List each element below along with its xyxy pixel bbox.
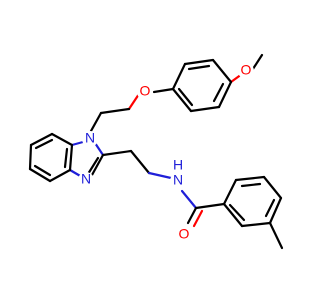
bond-ring1-c: [171, 62, 187, 91]
bond-ring2-a: [222, 178, 238, 206]
bond-c2-n3-double: [86, 156, 100, 176]
carbonyl-oxygen: O: [176, 226, 192, 243]
svg-text:H: H: [173, 157, 183, 173]
bond-ring2-to-methyl: [268, 221, 284, 250]
bond-ring1-inner-2: [177, 87, 194, 107]
bond-ring1-inner-3: [212, 82, 225, 103]
imidazole-n3: N: [78, 171, 94, 188]
bond-ring2-d: [268, 196, 283, 225]
amide-nitrogen: N: [170, 172, 186, 189]
bond-ring2-b: [234, 175, 266, 182]
svg-text:N: N: [81, 171, 91, 187]
bond-ch2-to-n1: [89, 111, 103, 133]
bond-ch2-to-amide-n: [147, 171, 173, 180]
svg-text:O: O: [241, 62, 252, 78]
svg-text:O: O: [140, 83, 151, 99]
bond-ether-o-to-ch2: [127, 92, 141, 111]
bond-ring2-inner-1: [240, 182, 262, 188]
bond-ring1-a: [211, 58, 233, 84]
bond-amide-n-to-co: [180, 189, 198, 210]
bond-co-double-2: [192, 209, 204, 228]
svg-text:N: N: [85, 130, 95, 146]
bond-benzo-b: [29, 132, 54, 147]
bond-c7a-n1: [70, 140, 85, 147]
bond-ring1-b: [183, 58, 215, 66]
molecule-diagram: O O N N N H: [28, 53, 284, 250]
bond-co-to-ring2: [194, 202, 226, 210]
bond-co-double-1: [186, 206, 198, 225]
bond-ring2-e: [240, 221, 272, 228]
bond-benzo-e: [48, 168, 72, 183]
bond-n1-c2: [93, 141, 105, 157]
bond-aryl-to-ether-o: [152, 87, 175, 94]
bond-ring1-f: [217, 80, 233, 109]
bond-ring1-d: [171, 87, 193, 113]
bond-ch2-ch2-amide: [129, 149, 151, 175]
atom-labels: O O N N N H: [78, 62, 254, 243]
bond-c3a-c7a: [68, 143, 74, 172]
bond-ch2-ch2: [99, 107, 131, 115]
bond-benzo-inner-3: [63, 147, 69, 169]
bond-ring2-c: [262, 175, 283, 200]
bond-ring2-inner-2: [264, 198, 276, 218]
svg-text:N: N: [173, 172, 183, 188]
bonds: [28, 53, 284, 250]
bond-benzo-inner-1: [34, 138, 54, 150]
bond-ring1-e: [189, 105, 221, 113]
bond-benzo-inner-2: [33, 164, 52, 177]
bond-c2-n3: [90, 153, 105, 177]
bond-ring2-inner-3: [228, 203, 246, 222]
ether-oxygen: O: [137, 83, 153, 100]
bond-benzo-d: [28, 167, 52, 183]
bond-benzo-a: [50, 132, 74, 147]
imidazole-n1: N: [82, 130, 98, 147]
amide-hydrogen: H: [171, 157, 185, 173]
bond-ring1-inner-1: [187, 64, 211, 71]
molecule-structure: O O N N N H: [28, 53, 284, 250]
methoxy-oxygen: O: [238, 62, 254, 79]
bond-benzo-c: [28, 143, 33, 171]
svg-text:O: O: [179, 226, 190, 242]
bond-c2-to-ch2: [101, 149, 133, 157]
bond-ring2-f: [222, 202, 244, 228]
